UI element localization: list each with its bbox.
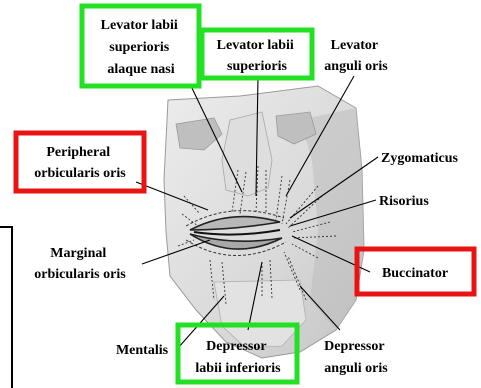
label-zygomaticus: Zygomaticus (381, 151, 459, 166)
label-peripheral-orbicularis-oris: Peripheral orbicularis oris (34, 145, 126, 181)
label-levator-anguli-oris: Levator anguli oris (324, 38, 388, 74)
label-levator-labii-superioris-alaque-nasi: Levator labii superioris alaque nasi (101, 18, 182, 77)
label-buccinator: Buccinator (382, 266, 448, 281)
label-mentalis: Mentalis (116, 343, 169, 358)
nose (222, 112, 272, 196)
label-risorius: Risorius (379, 194, 429, 209)
label-depressor-anguli-oris: Depressor anguli oris (324, 339, 388, 376)
label-levator-labii-superioris: Levator labii superioris (217, 38, 298, 74)
left-frame-line (0, 227, 12, 388)
label-marginal-orbicularis-oris: Marginal orbicularis oris (34, 246, 126, 282)
red-box-peripheral-orbicularis-oris (16, 133, 144, 191)
